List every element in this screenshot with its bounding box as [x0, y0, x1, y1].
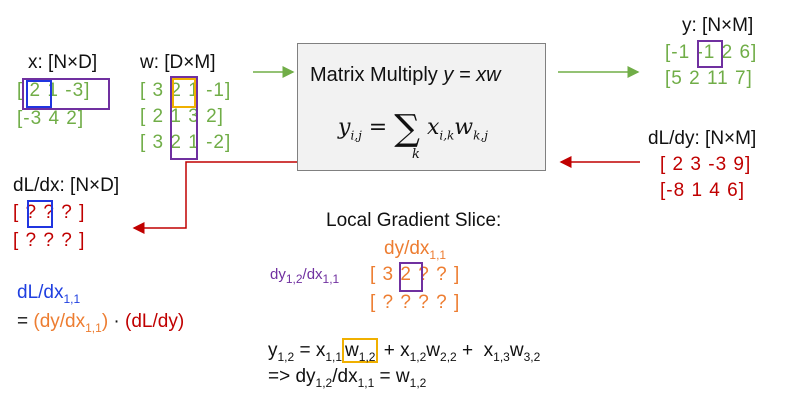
w-label: w: [D×M]	[140, 52, 216, 73]
matmul-title-prefix: Matrix Multiply	[310, 64, 444, 86]
w-col2-highlight-box	[170, 76, 198, 160]
dldx11-highlight-box	[27, 200, 53, 228]
local-slice-purple-label: dy1,2/dx1,1	[270, 266, 340, 286]
x-row-1: [ 2 1 -3]	[17, 80, 91, 101]
w12-highlight-box	[172, 78, 196, 108]
matmul-title: Matrix Multiply y = xw	[310, 64, 501, 87]
w-row-3: [ 3 2 1 -2]	[140, 132, 232, 153]
dldx-row-1: [ ? ? ? ]	[13, 202, 86, 223]
x11-highlight-box	[26, 80, 52, 108]
local-slice-title: Local Gradient Slice:	[326, 210, 502, 231]
sum-index: k	[412, 147, 420, 162]
bottom-equation-2: => dy1,2/dx1,1 = w1,2	[268, 366, 427, 390]
sum-formula: yi,j = ∑ xi,kwk,j	[338, 108, 488, 149]
matrix-multiply-box: Matrix Multiply y = xw yi,j = ∑ xi,kwk,j…	[297, 43, 546, 171]
matmul-title-eq: y = xw	[443, 64, 501, 86]
dldx11-equation: = (dy/dx1,1) · (dL/dy)	[17, 311, 185, 335]
local-slice-row-1: [ 3 2 ? ? ]	[370, 264, 461, 285]
x-label: x: [N×D]	[28, 52, 98, 73]
x-row1-highlight-box	[22, 78, 110, 110]
arrow-matmul-to-dldx	[132, 161, 297, 234]
w-row-2: [ 2 1 3 2]	[140, 106, 224, 127]
x-row-2: [-3 4 2]	[17, 108, 85, 129]
y12-highlight-box	[697, 40, 723, 68]
local-slice-orange-label: dy/dx1,1	[384, 238, 447, 262]
dldy-label: dL/dy: [N×M]	[648, 128, 757, 149]
local-slice-highlight-box	[399, 262, 423, 292]
dldx-label: dL/dx: [N×D]	[13, 175, 120, 196]
y-row-2: [5 2 11 7]	[665, 68, 753, 89]
local-slice-row-2: [ ? ? ? ? ]	[370, 292, 461, 313]
dldy-row-2: [-8 1 4 6]	[660, 180, 745, 201]
w-row-1: [ 3 2 1 -1]	[140, 80, 232, 101]
dldx11-label: dL/dx1,1	[17, 282, 81, 306]
dldy-row-1: [ 2 3 -3 9]	[660, 154, 752, 175]
dldx-row-2: [ ? ? ? ]	[13, 230, 86, 251]
y-label: y: [N×M]	[682, 15, 754, 36]
y-row-1: [-1 -1 2 6]	[665, 42, 758, 63]
